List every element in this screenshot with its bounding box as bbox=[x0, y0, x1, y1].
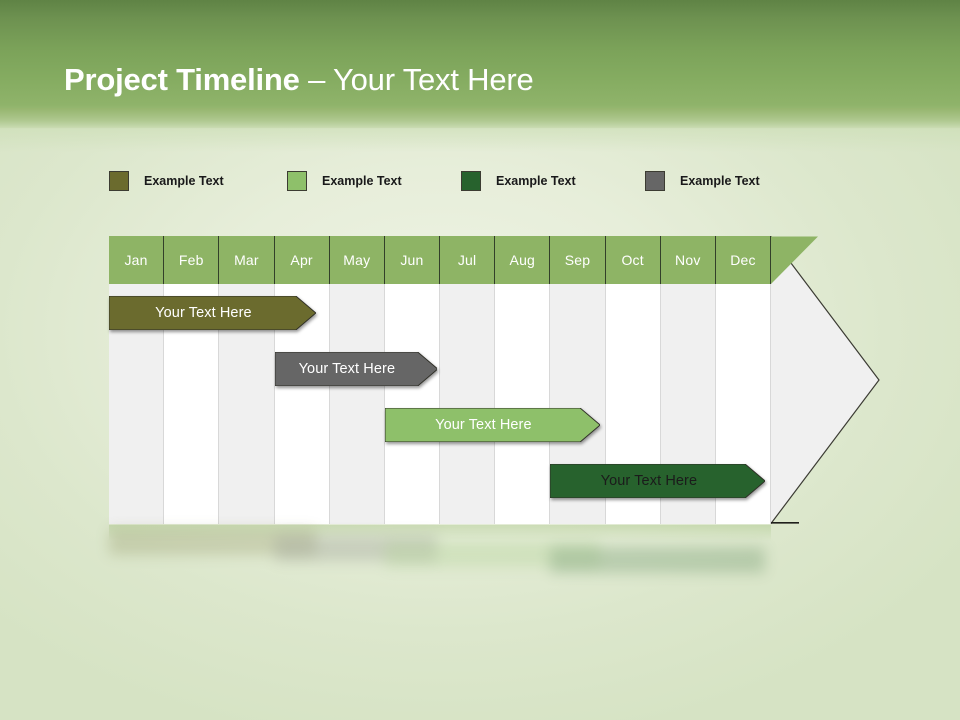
month-header-cell[interactable]: May bbox=[329, 236, 385, 284]
reflection-header-glow bbox=[109, 525, 771, 541]
month-header-cell[interactable]: Feb bbox=[164, 236, 220, 284]
reflection-smudge bbox=[109, 529, 316, 555]
month-header-cell[interactable]: Nov bbox=[660, 236, 716, 284]
page-title-bold: Project Timeline bbox=[64, 62, 300, 97]
month-header-cell[interactable]: Aug bbox=[495, 236, 551, 284]
task-bar-shape bbox=[384, 408, 600, 442]
legend-item[interactable]: Example Text bbox=[645, 168, 760, 194]
month-header-cell[interactable]: Jul bbox=[440, 236, 496, 284]
legend-item-label: Example Text bbox=[496, 174, 576, 188]
task-bar[interactable]: Your Text Here bbox=[109, 296, 316, 330]
reflection-smudge bbox=[384, 541, 600, 567]
legend-item[interactable]: Example Text bbox=[109, 168, 224, 194]
reflection-smudge bbox=[550, 547, 766, 573]
legend-swatch-icon bbox=[645, 171, 665, 191]
task-bar-label: Your Text Here bbox=[435, 417, 532, 433]
legend-item-label: Example Text bbox=[680, 174, 760, 188]
task-bar-shape bbox=[274, 352, 438, 386]
legend-swatch-icon bbox=[109, 171, 129, 191]
title-banner bbox=[0, 0, 960, 128]
month-header-cell[interactable]: Jun bbox=[384, 236, 441, 284]
legend-swatch-icon bbox=[461, 171, 481, 191]
month-header-cell[interactable]: Sep bbox=[550, 236, 606, 284]
month-header-cell[interactable]: Mar bbox=[219, 236, 275, 284]
reflection-smudge bbox=[274, 535, 438, 561]
task-bar-shape bbox=[550, 464, 766, 498]
month-header-cell[interactable]: Jan bbox=[109, 236, 165, 284]
month-column bbox=[384, 284, 441, 524]
legend-item[interactable]: Example Text bbox=[461, 168, 576, 194]
legend-item-label: Example Text bbox=[144, 174, 224, 188]
legend-item-label: Example Text bbox=[322, 174, 402, 188]
month-column bbox=[495, 284, 551, 524]
month-header-cell[interactable]: Dec bbox=[715, 236, 772, 284]
month-column bbox=[440, 284, 496, 524]
task-bar-label: Your Text Here bbox=[298, 361, 396, 377]
task-bar-label: Your Text Here bbox=[155, 305, 252, 321]
task-bar[interactable]: Your Text Here bbox=[384, 408, 600, 442]
task-bar[interactable]: Your Text Here bbox=[274, 352, 438, 386]
task-bar-label: Your Text Here bbox=[600, 473, 698, 489]
page-title: Project Timeline – Your Text Here bbox=[64, 58, 534, 102]
month-column bbox=[329, 284, 385, 524]
page-title-regular: – Your Text Here bbox=[299, 62, 534, 97]
chart-reflection bbox=[109, 525, 889, 611]
legend-swatch-icon bbox=[287, 171, 307, 191]
legend-item[interactable]: Example Text bbox=[287, 168, 402, 194]
month-header-cell[interactable]: Oct bbox=[605, 236, 661, 284]
task-bar-shape bbox=[109, 296, 316, 330]
legend: Example Text Example Text Example Text Exam… bbox=[109, 168, 869, 194]
task-bar[interactable]: Your Text Here bbox=[550, 464, 766, 498]
month-header-cell[interactable]: Apr bbox=[274, 236, 330, 284]
